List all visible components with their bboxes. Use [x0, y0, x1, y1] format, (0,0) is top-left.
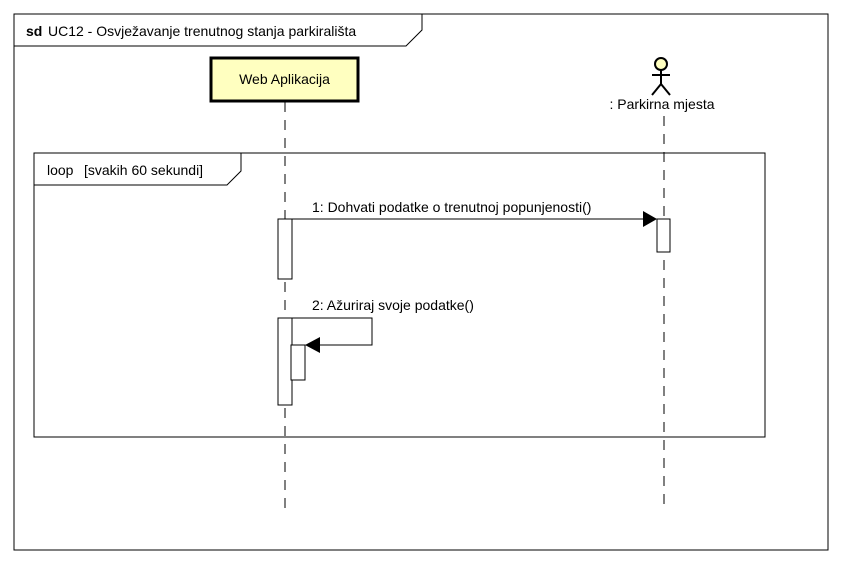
activation-web-aplikacija-1: [277, 218, 293, 280]
participant-web-aplikacija-label: Web Aplikacija: [239, 71, 330, 87]
participant-parkirna-mjesta-label: : Parkirna mjesta: [609, 96, 714, 112]
frame-title-tab: [14, 14, 423, 47]
message-1-arrowhead: [643, 211, 657, 227]
activation-web-aplikacija-2: [277, 317, 293, 406]
message-2-label: 2: Ažuriraj svoje podatke(): [312, 297, 474, 313]
stick-figure-actor-icon: [651, 57, 671, 96]
message-2-line: [292, 317, 373, 346]
message-2-arrowhead: [305, 337, 320, 353]
participant-web-aplikacija: [209, 56, 360, 103]
loop-guard: [svakih 60 sekundi]: [84, 162, 203, 178]
loop-fragment-tab: [34, 153, 242, 186]
loop-operator: loop: [47, 162, 74, 178]
activation-web-aplikacija-self: [290, 344, 306, 381]
message-1-label: 1: Dohvati podatke o trenutnoj popunjeno…: [312, 199, 591, 215]
diagram-frame: [13, 13, 829, 551]
activation-parkirna-mjesta: [656, 218, 671, 253]
loop-fragment: [33, 152, 766, 438]
frame-keyword: sd: [26, 23, 42, 39]
frame-title: UC12 - Osvježavanje trenutnog stanja par…: [48, 23, 356, 39]
